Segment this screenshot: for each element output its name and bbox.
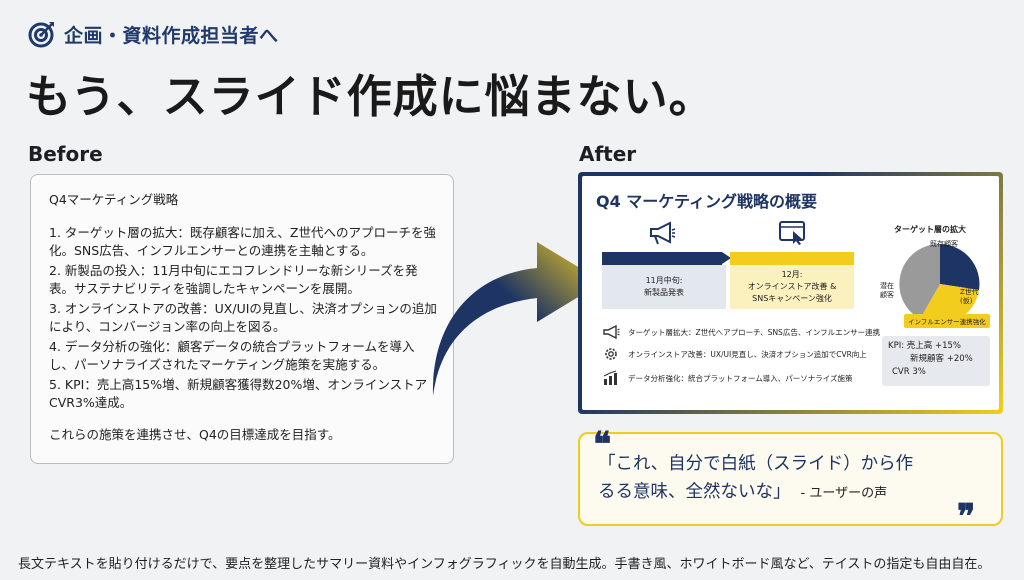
feature-text-data: データ分析強化：統合プラットフォーム導入、パーソナライズ施策 <box>628 373 853 383</box>
target-icon <box>28 22 54 48</box>
pie-label-gen-z: Z世代 (仮) <box>960 288 990 306</box>
timeline-step-nov: 11月中旬: 新製品発表 <box>602 265 726 309</box>
megaphone-icon <box>603 324 620 340</box>
bar-chart-icon <box>603 370 617 385</box>
pie-label-potential: 潜在顧客 <box>880 282 894 299</box>
audience-tag-text: 企画・資料作成担当者へ <box>64 24 279 47</box>
timeline-step-dec-text-1: オンラインストア改善 & <box>747 282 837 291</box>
slide-title: Q4 マーケティング戦略の概要 <box>596 192 818 211</box>
footer-caption: 長文テキストを貼り付けるだけで、要点を整理したサマリー資料やインフォグラフィック… <box>18 557 991 572</box>
pie-legend-badge: インフルエンサー連携強化 <box>904 314 990 328</box>
feature-row-data: データ分析強化：統合プラットフォーム導入、パーソナライズ施策 <box>602 370 853 386</box>
pie-label-gen-z-text: Z世代 <box>960 288 979 296</box>
timeline-bar-dec <box>730 252 854 265</box>
kpi-cvr: CVR 3% <box>892 367 926 377</box>
before-item-4: 4. データ分析の強化：顧客データの統合プラットフォームを導入し、パーソナライズ… <box>49 339 415 372</box>
quote-line-1: 「これ、自分で白紙（スライド）から作 <box>598 454 914 474</box>
before-item-1: 1. ターゲット層の拡大：既存顧客に加え、Z世代へのアプローチを強化。SNS広告… <box>49 225 436 258</box>
kpi-revenue: KPI: 売上高 +15% <box>888 341 961 351</box>
before-label: Before <box>28 142 103 166</box>
before-title: Q4マーケティング戦略 <box>49 192 179 207</box>
pie-label-gen-z-sub: (仮) <box>960 297 973 305</box>
kpi-new-customers: 新規顧客 +20% <box>910 354 973 364</box>
pie-slice-potential <box>899 243 940 319</box>
after-slide-card: Q4 マーケティング戦略の概要 11月中旬: 新製品発表 12月: オンラインス… <box>578 172 1003 414</box>
before-text-card: Q4マーケティング戦略 1. ターゲット層の拡大：既存顧客に加え、Z世代へのアプ… <box>30 174 454 464</box>
user-quote-card <box>578 432 1003 526</box>
before-closing: これらの施策を連携させ、Q4の目標達成を目指す。 <box>49 427 341 442</box>
kpi-box: KPI: 売上高 +15% 新規顧客 +20% CVR 3% <box>882 336 990 386</box>
feature-row-target: ターゲット層拡大：Z世代へアプローチ、SNS広告、インフルエンサー連携 <box>602 324 880 340</box>
timeline-arrow-tip <box>722 252 731 264</box>
after-slide: Q4 マーケティング戦略の概要 11月中旬: 新製品発表 12月: オンラインス… <box>582 176 999 410</box>
pie-title: ターゲット層の拡大 <box>894 225 966 234</box>
quote-open-icon: ❝ <box>593 425 612 465</box>
audience-tag: 企画・資料作成担当者へ <box>28 18 279 50</box>
feature-text-target: ターゲット層拡大：Z世代へアプローチ、SNS広告、インフルエンサー連携 <box>628 327 881 337</box>
feature-text-store: オンラインストア改善：UX/UI見直し、決済オプション追加でCVR向上 <box>628 349 867 359</box>
before-item-5: 5. KPI：売上高15%増、新規顧客獲得数20%増、オンラインストアCVR3%… <box>49 377 428 410</box>
browser-click-icon <box>779 221 805 245</box>
timeline-step-nov-date: 11月中旬: <box>645 276 683 285</box>
timeline-step-dec-text-2: SNSキャンペーン強化 <box>752 294 832 303</box>
timeline-step-dec: 12月: オンラインストア改善 & SNSキャンペーン強化 <box>730 265 854 309</box>
gear-icon <box>605 348 617 360</box>
before-item-2: 2. 新製品の投入：11月中旬にエコフレンドリーな新シリーズを発表。サステナビリ… <box>49 263 418 296</box>
quote-close-icon: ❞ <box>957 497 976 537</box>
pie-label-existing: 既存顧客 <box>930 240 958 248</box>
transform-arrow-icon <box>432 242 603 396</box>
quote-line-2: るる意味、全然ないな」 - ユーザーの声 <box>598 478 887 503</box>
page-headline: もう、スライド作成に悩まない。 <box>26 70 715 123</box>
timeline-step-nov-text: 新製品発表 <box>644 288 684 297</box>
timeline-step-dec-date: 12月: <box>781 270 803 279</box>
after-label: After <box>579 142 637 166</box>
timeline-bar-nov <box>602 252 722 265</box>
pie-slice-existing <box>940 244 980 290</box>
megaphone-icon <box>650 221 676 245</box>
quote-line-2-text: るる意味、全然ないな」 <box>598 482 791 502</box>
quote-attribution: - ユーザーの声 <box>800 486 888 501</box>
before-item-3: 3. オンラインストアの改善：UX/UIの見直し、決済オプションの追加により、コ… <box>49 301 437 334</box>
feature-row-store: オンラインストア改善：UX/UI見直し、決済オプション追加でCVR向上 <box>602 346 867 362</box>
